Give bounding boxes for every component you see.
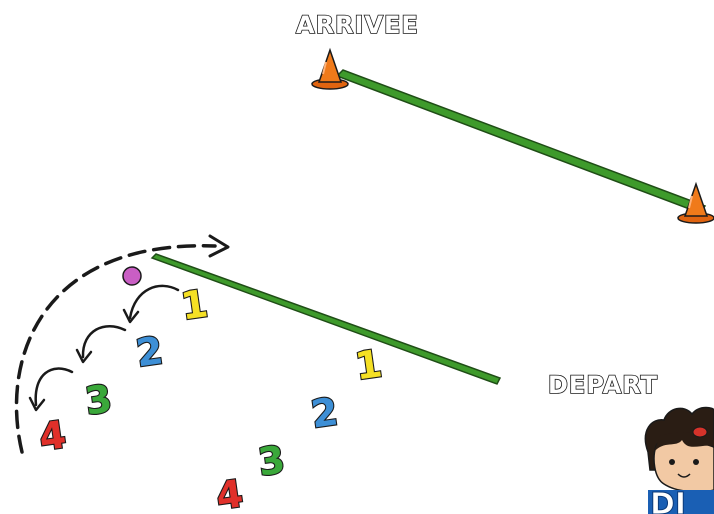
run-around-arrow xyxy=(14,234,230,454)
player-1-behind-line: 1 xyxy=(178,281,210,328)
start-label: DEPART xyxy=(548,371,658,399)
player-3-behind-line: 3 xyxy=(82,376,114,423)
logo-text: DI xyxy=(650,487,686,514)
finish-label: ARRIVEE xyxy=(296,11,419,39)
finish-cone-right xyxy=(677,181,714,224)
mascot-logo: DI xyxy=(644,406,714,514)
ball xyxy=(122,266,142,286)
pass-arrow-2 xyxy=(75,325,127,364)
player-4-at-start: 4 xyxy=(213,471,245,514)
player-1-at-start: 1 xyxy=(352,341,384,388)
finish-cone-left xyxy=(311,47,349,90)
player-2-at-start: 2 xyxy=(308,389,340,436)
pass-arrow-3 xyxy=(28,367,74,412)
player-2-behind-line: 2 xyxy=(133,328,165,375)
pass-arrow-1 xyxy=(122,284,180,324)
start-line xyxy=(150,253,502,385)
player-3-at-start: 3 xyxy=(255,437,287,484)
player-4-behind-line: 4 xyxy=(36,412,68,459)
finish-line xyxy=(335,69,707,214)
